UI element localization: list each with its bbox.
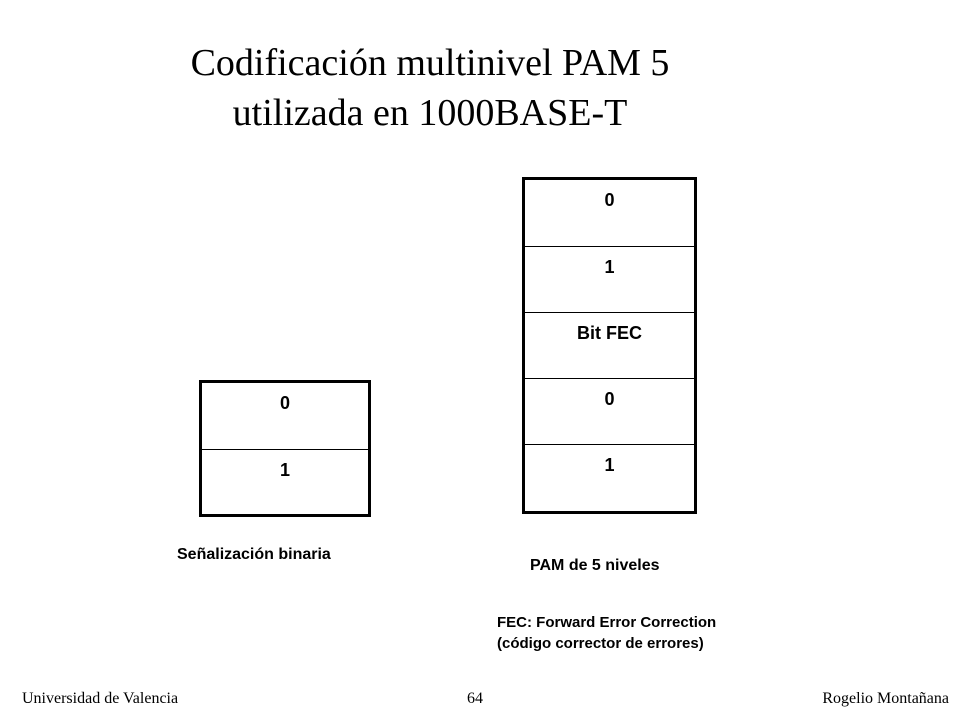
footer-page-number: 64 [467,690,483,707]
pam5-level-cell: 0 [604,190,615,210]
footer-author: Rogelio Montañana [822,690,949,707]
binary-signaling-caption: Señalización binaria [177,546,331,563]
pam5-level-cell: 1 [525,444,694,510]
slide-title-line-1: Codificación multinivel PAM 5 [190,42,670,84]
binary-levels-box: 0 1 [199,380,371,517]
slide-title: Codificación multinivel PAM 5 utilizada … [0,38,860,138]
fec-note-line-2: (código corrector de errores) [497,635,704,652]
fec-note-line-1: FEC: Forward Error Correction [497,614,717,631]
slide-title-line-2: utilizada en 1000BASE-T [232,92,628,134]
pam5-caption: PAM de 5 niveles [530,557,660,574]
pam5-level-cell: 0 [525,378,694,444]
pam5-levels-box: 0 1 Bit FEC 0 1 [522,177,697,514]
footer-institution: Universidad de Valencia [22,690,179,707]
binary-level-cell: 0 [279,393,290,413]
binary-level-cell: 1 [202,449,368,515]
fec-note: FEC: Forward Error Correction (código co… [497,612,716,654]
pam5-level-cell-fec: Bit FEC [525,312,694,378]
pam5-level-cell: 1 [525,246,694,312]
